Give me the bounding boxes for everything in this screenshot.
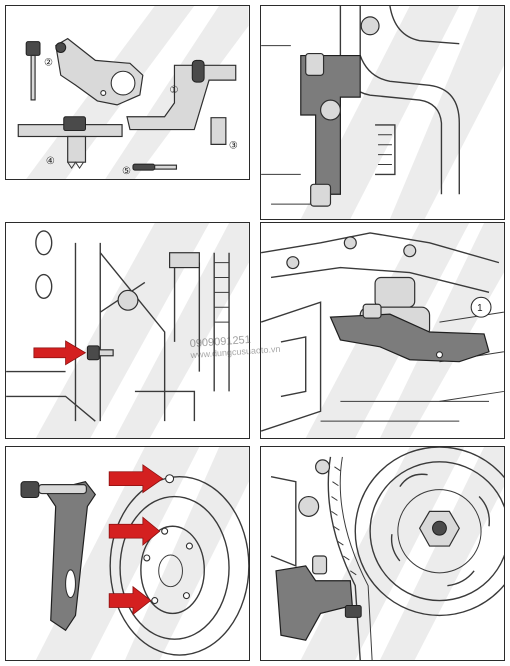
label-3: ③: [229, 140, 238, 151]
red-arrow-low: [108, 585, 152, 616]
panel-camshaft-lock: 1: [260, 222, 505, 439]
red-arrow-pin: [33, 340, 87, 366]
label-4: ④: [46, 156, 55, 167]
crank-locking-tool: [126, 64, 237, 131]
panel-tool-kit: ② ① ③ ④ ⑤: [5, 5, 250, 180]
pulley-hole-low: [151, 597, 159, 605]
pulley-hole-top: [165, 474, 175, 484]
label-2: ②: [44, 57, 53, 68]
red-arrow-mid: [108, 516, 161, 546]
label-1: ①: [170, 85, 179, 96]
locking-pin-head: [25, 41, 41, 56]
label-5: ⑤: [122, 166, 131, 177]
pulley-holding-tool: [44, 481, 97, 632]
crank-pulley-illustration: [270, 447, 504, 660]
clip-tool: [210, 117, 227, 145]
small-pin: [132, 163, 156, 171]
inserted-pin: [86, 345, 100, 361]
locking-pin-shaft: [30, 54, 36, 101]
tool-kit-illustration: ② ① ③ ④ ⑤: [17, 6, 249, 179]
pulley-hole-mid: [161, 527, 169, 535]
camshaft-lock-illustration: 1: [261, 223, 504, 438]
panel-tensioner: [260, 5, 505, 220]
panel-pin-insertion: [5, 222, 250, 439]
tensioner-lock-tool: [300, 54, 361, 195]
pin-insertion-illustration: [6, 223, 249, 438]
pulley-holes-illustration: [20, 447, 249, 660]
panel-pulley-holes: [5, 446, 250, 661]
panel-crank-pulley: [260, 446, 505, 661]
camshaft-locking-plate: [329, 313, 490, 363]
tensioner-illustration: [261, 6, 504, 219]
callout-1: 1: [477, 303, 483, 314]
red-arrow-top: [108, 464, 164, 494]
callout-circle: [470, 296, 492, 318]
